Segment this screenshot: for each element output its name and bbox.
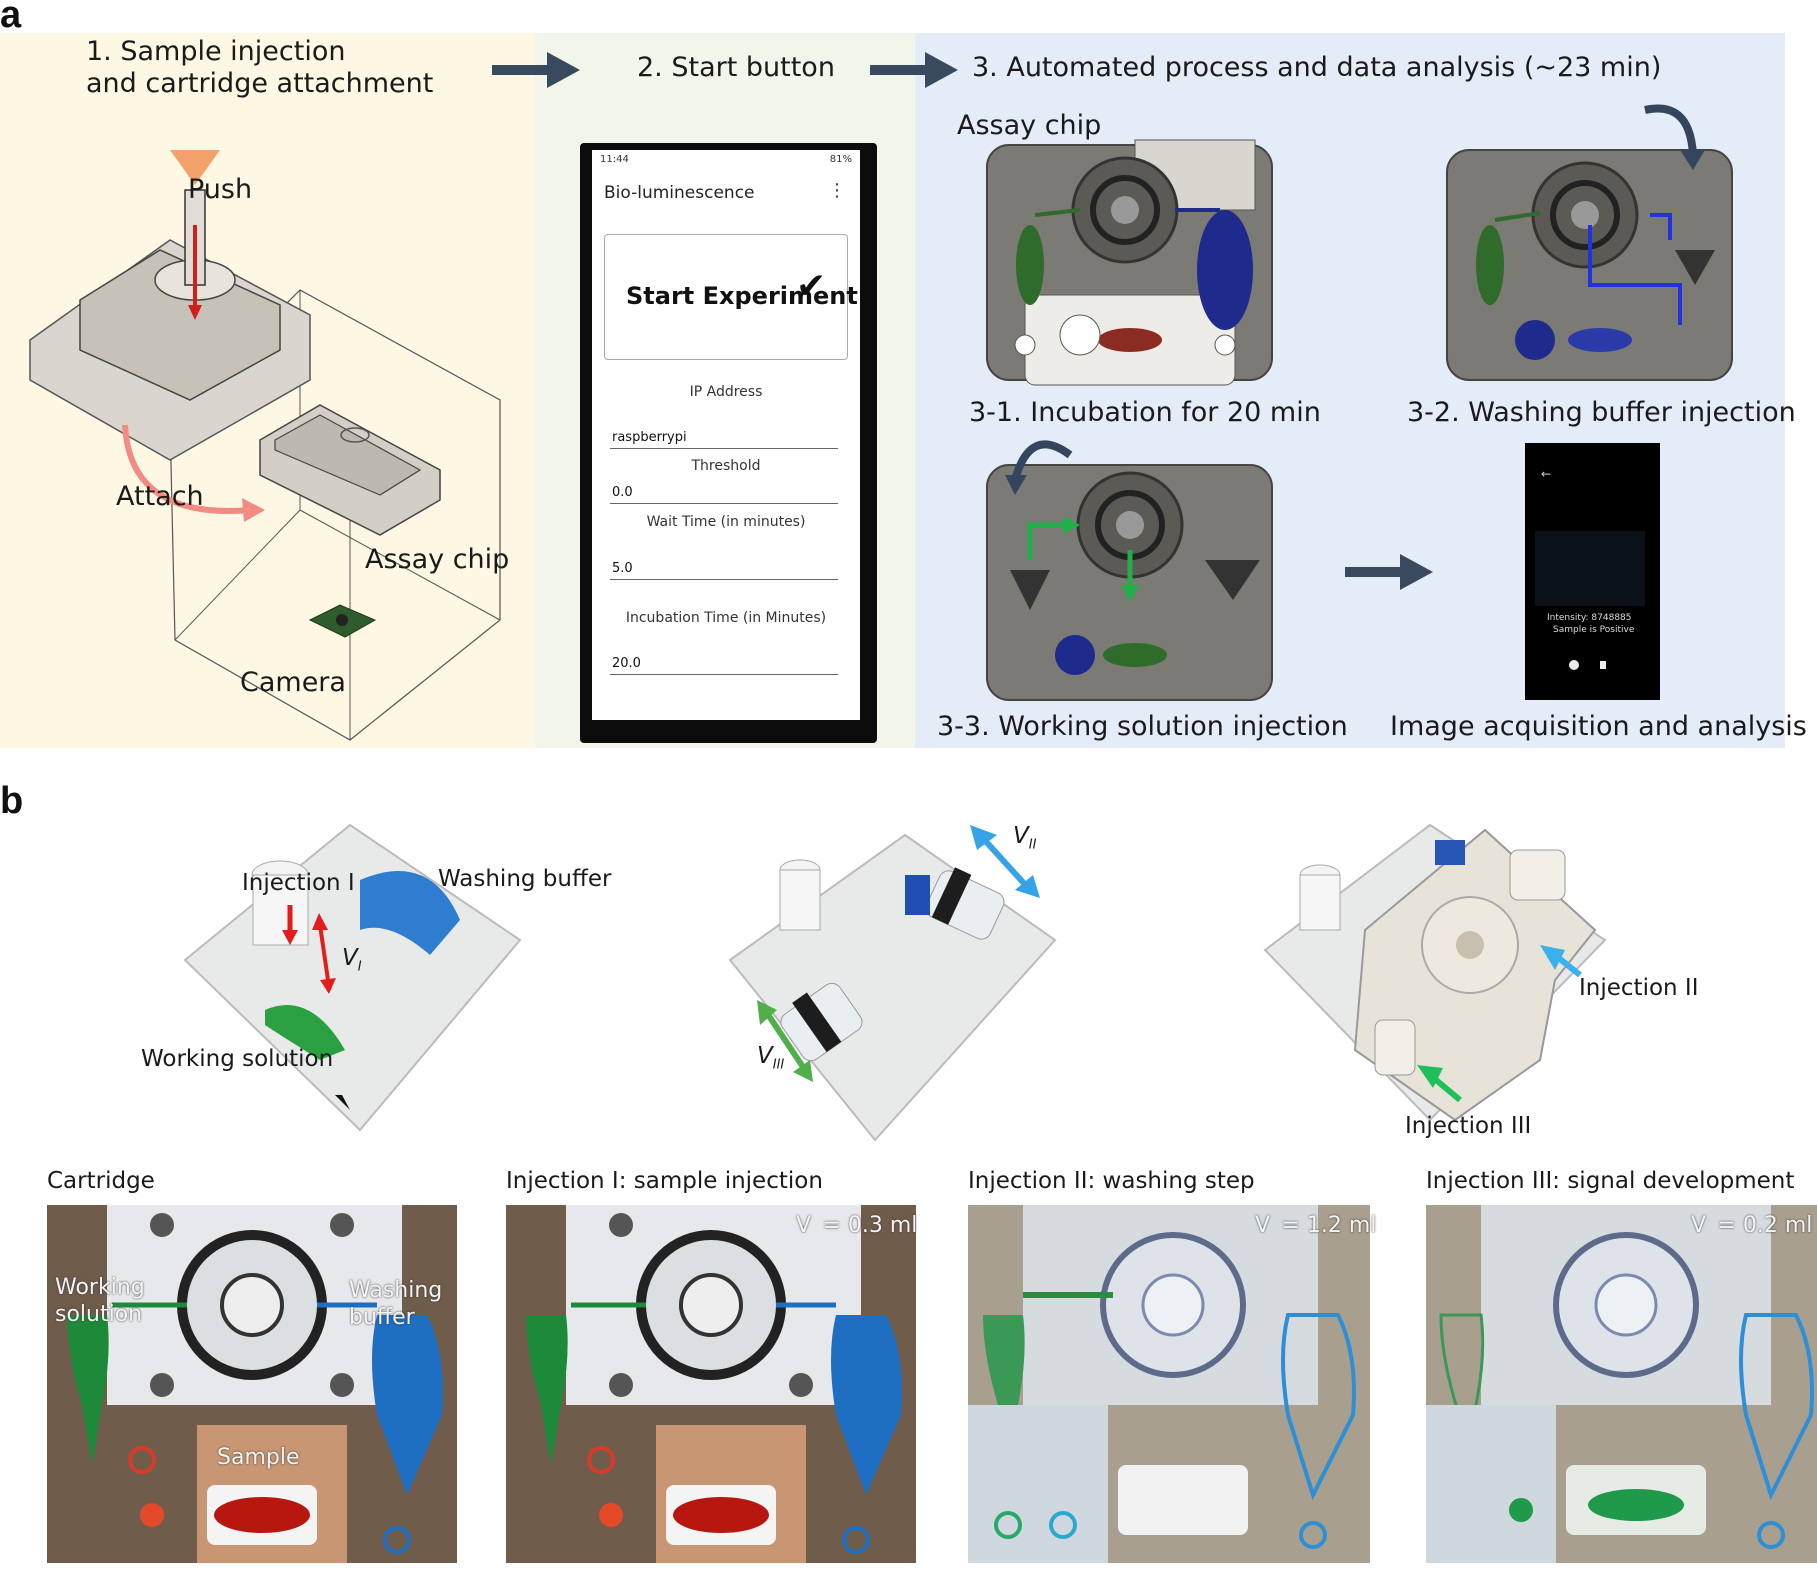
step1-title-line2: and cartridge attachment [86, 68, 434, 99]
chip-incubation [986, 139, 1273, 386]
photo-label-buffer: buffer [349, 1305, 415, 1330]
result-image [1535, 531, 1645, 606]
wait-time-label: Wait Time (in minutes) [646, 514, 806, 530]
ip-address-underline [610, 448, 838, 449]
checkmark-icon: ✔ [796, 266, 827, 307]
start-experiment-label: Start Experiment [626, 282, 858, 310]
photo-label-working: Working [55, 1275, 145, 1300]
incubation-time-label: Incubation Time (in Minutes) [625, 610, 827, 626]
cartridge-photo-3 [1263, 823, 1607, 1122]
status-battery: 81% [829, 154, 852, 165]
photo-cartridge: Working solution Washing buffer Sample [47, 1205, 457, 1563]
step-3-2-label: 3-2. Washing buffer injection [1407, 397, 1796, 428]
v-iii-label: VIII [757, 1043, 785, 1073]
chip-washing [1446, 104, 1733, 381]
v-i-label: VI [342, 945, 362, 975]
camera-label: Camera [240, 667, 346, 698]
caption-cartridge: Cartridge [47, 1168, 155, 1194]
cartridge-photo-1 [183, 823, 522, 1132]
step1-title-line1: 1. Sample injection [86, 36, 346, 67]
photo-volume-i: V = 0.3 ml [796, 1213, 918, 1238]
photo-label-solution: solution [55, 1302, 143, 1327]
photo-volume-iii: V = 0.2 ml [1691, 1213, 1813, 1238]
start-experiment-button[interactable] [604, 234, 848, 360]
threshold-label: Threshold [691, 458, 761, 474]
incubation-time-underline [610, 674, 838, 675]
incubation-time-field[interactable]: 20.0 [612, 656, 641, 671]
panel-letter-b: b [0, 780, 24, 822]
injection-i-label: Injection I [242, 870, 355, 896]
photo-volume-ii: V = 1.2 ml [1255, 1213, 1377, 1238]
status-time: 11:44 [600, 154, 629, 165]
arrow-right-icon [492, 52, 580, 88]
result-status: Sample is Positive [1553, 625, 1635, 635]
arrow-right-icon [870, 52, 958, 88]
trash-icon[interactable] [1600, 661, 1606, 669]
caption-injection-ii: Injection II: washing step [968, 1168, 1255, 1194]
device-illustration [29, 150, 501, 741]
chip-working-solution [986, 440, 1273, 701]
app-title: Bio-luminescence [604, 183, 755, 203]
photo-label-washing: Washing [349, 1278, 443, 1303]
photo-injection-i: V = 0.3 ml [506, 1205, 918, 1563]
assay-chip-label: Assay chip [365, 544, 510, 575]
step-3-3-label: 3-3. Working solution injection [937, 711, 1348, 742]
image-acquisition-label: Image acquisition and analysis [1390, 711, 1807, 742]
threshold-field[interactable]: 0.0 [612, 485, 633, 500]
arrow-right-icon [1345, 554, 1433, 590]
confirm-icon[interactable] [1569, 660, 1579, 670]
wait-time-underline [610, 579, 838, 580]
back-arrow-icon[interactable]: ← [1541, 467, 1552, 481]
app-screen: 11:44 81% Bio-luminescence ⋮ Start Exper… [592, 150, 860, 720]
washing-buffer-label: Washing buffer [438, 866, 612, 892]
push-label: Push [188, 174, 253, 205]
injection-ii-label: Injection II [1579, 975, 1699, 1001]
photo-injection-ii: V = 1.2 ml [968, 1205, 1376, 1563]
attach-label: Attach [116, 481, 204, 512]
wait-time-field[interactable]: 5.0 [612, 561, 633, 576]
working-solution-label: Working solution [141, 1046, 334, 1072]
step3-title: 3. Automated process and data analysis (… [972, 52, 1662, 83]
photo-injection-iii: V = 0.2 ml [1426, 1205, 1817, 1563]
threshold-underline [610, 503, 838, 504]
step-3-1-label: 3-1. Incubation for 20 min [969, 397, 1321, 428]
injection-iii-label: Injection III [1405, 1113, 1532, 1139]
v-ii-label: VII [1013, 823, 1037, 853]
result-intensity: Intensity: 8748885 [1547, 613, 1632, 623]
cartridge-photo-2 [728, 825, 1057, 1142]
step2-title: 2. Start button [637, 52, 835, 83]
ip-address-field[interactable]: raspberrypi [612, 430, 687, 445]
panel-letter-a: a [0, 0, 22, 36]
assay-chip-label-step3: Assay chip [957, 110, 1102, 141]
overflow-menu-icon[interactable]: ⋮ [828, 180, 846, 201]
caption-injection-i: Injection I: sample injection [506, 1168, 823, 1194]
ip-address-label: IP Address [689, 384, 763, 400]
result-phone: ← Intensity: 8748885 Sample is Positive [1525, 443, 1660, 700]
photo-label-sample: Sample [217, 1445, 300, 1470]
caption-injection-iii: Injection III: signal development [1426, 1168, 1795, 1194]
